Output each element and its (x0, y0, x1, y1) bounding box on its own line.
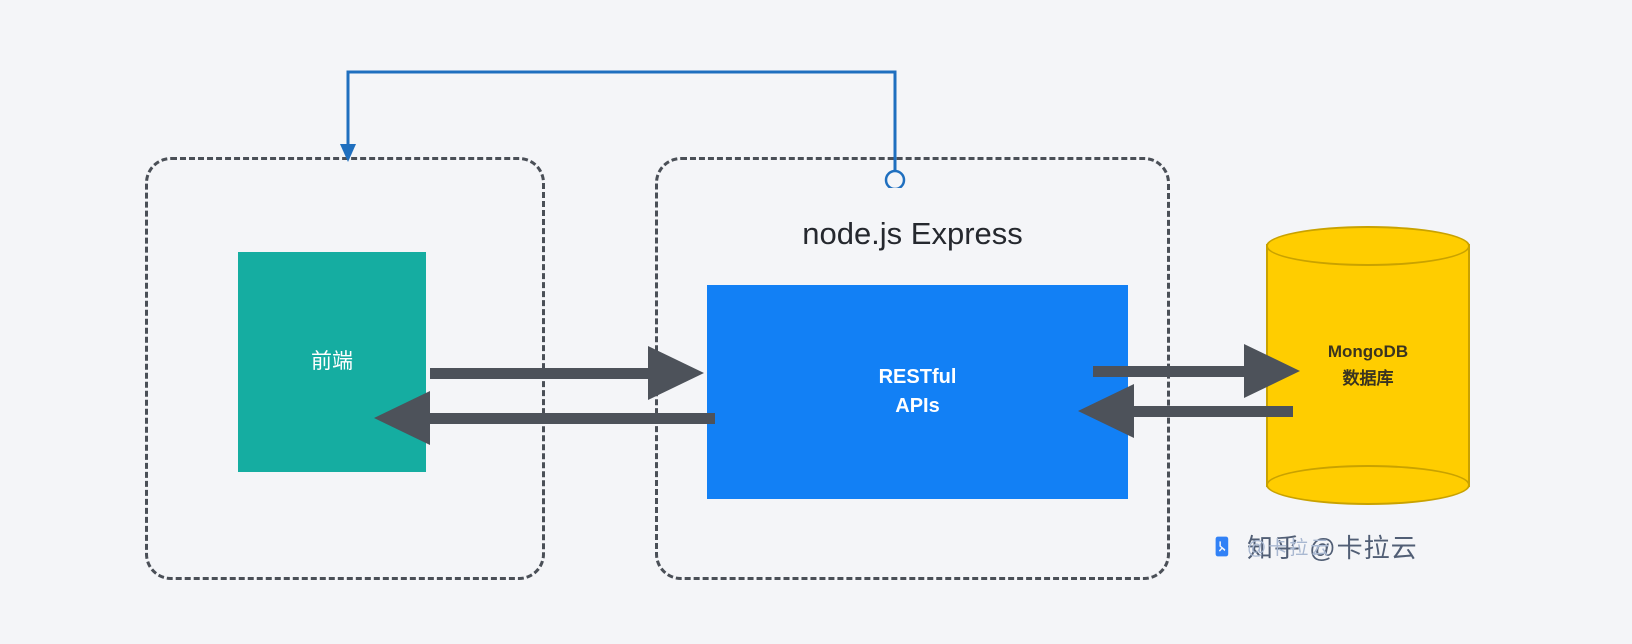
arrow-restful-to-frontend-line (430, 413, 715, 424)
cylinder-top-ellipse (1266, 226, 1470, 266)
cylinder-bottom-ellipse (1266, 465, 1470, 505)
arrow-mongodb-to-restful-line (1123, 406, 1293, 417)
arrow-frontend-to-restful-head (648, 346, 704, 400)
node-mongodb-label-line2: 数据库 (1342, 368, 1394, 388)
group-server-title: node.js Express (802, 216, 1023, 251)
node-frontend-label: 前端 (311, 349, 353, 373)
arrow-mongodb-to-restful-head (1078, 384, 1134, 438)
arrow-restful-to-mongodb-line (1093, 366, 1273, 377)
node-mongodb-database[interactable]: MongoDB 数据库 (1266, 226, 1470, 505)
node-mongodb-label-line1: MongoDB (1327, 342, 1409, 362)
arrow-restful-to-frontend-head (374, 391, 430, 445)
node-restful-apis-label-line1: RESTful (878, 366, 957, 388)
arrow-restful-to-mongodb-head (1244, 344, 1300, 398)
zhihu-logo-icon (1215, 536, 1229, 557)
node-restful-apis[interactable]: RESTful APIs (707, 285, 1128, 499)
cylinder-body-shape (1266, 244, 1470, 487)
watermark-ghost-text: @卡拉云 (1247, 538, 1332, 559)
node-mongodb-label-group: MongoDB 数据库 (1266, 226, 1470, 505)
watermark-text: 知乎 @卡拉云 (1247, 533, 1418, 563)
arrow-frontend-to-restful-line (430, 368, 680, 379)
watermark: 知乎 @卡拉云 @卡拉云 (1211, 528, 1418, 565)
node-restful-apis-label-line2: APIs (895, 395, 940, 417)
